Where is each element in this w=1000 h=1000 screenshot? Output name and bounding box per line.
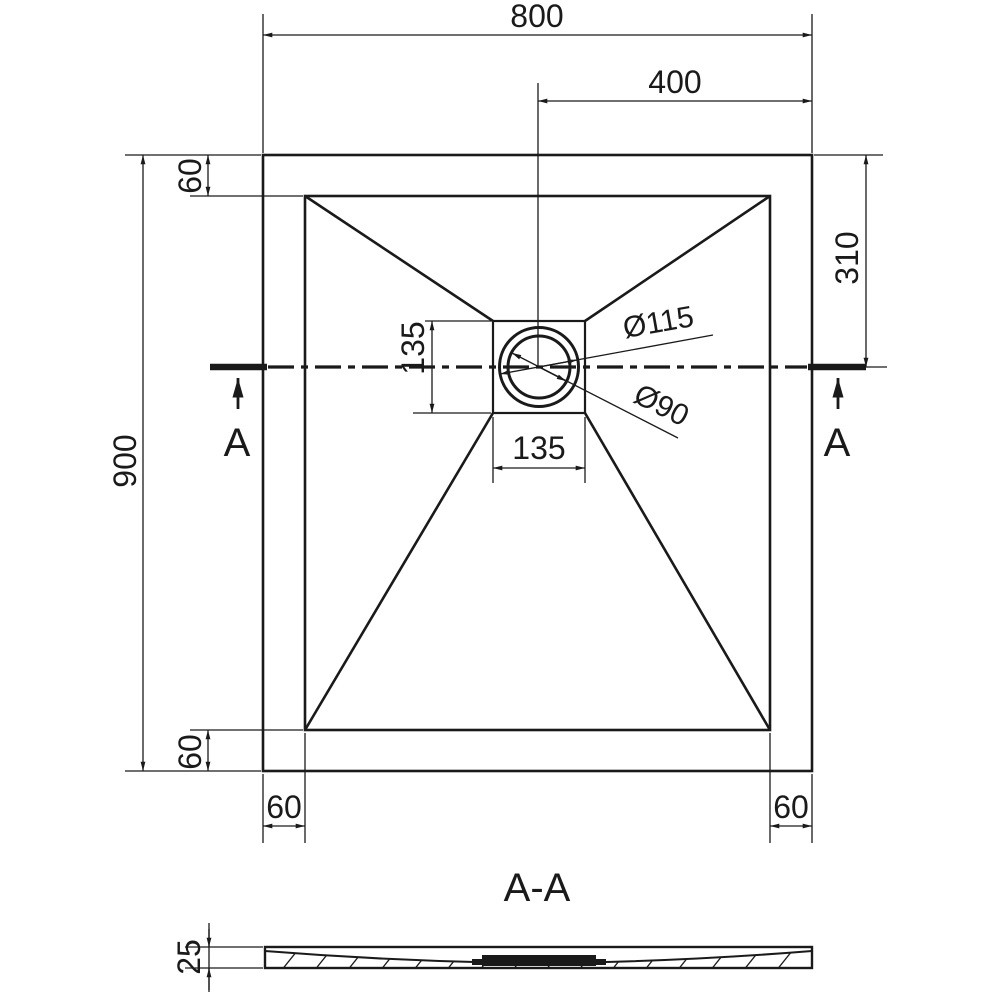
dimension-drain-square-width: 135	[492, 417, 586, 483]
basin-slope-line-top-right	[584, 194, 771, 323]
dim-label-135-vertical: 135	[395, 321, 431, 374]
dimension-rim-top: 60	[172, 155, 303, 197]
section-marker-right: A	[824, 378, 851, 465]
dimension-overall-width: 800	[262, 0, 813, 153]
dim-label-310: 310	[829, 231, 865, 284]
section-letter-right: A	[824, 421, 851, 465]
top-view: A A 800 400 60 310	[107, 0, 887, 843]
section-tray-outline	[263, 945, 814, 970]
dimension-tray-thickness: 25	[171, 923, 263, 992]
dim-label-800: 800	[510, 0, 563, 34]
dimension-rim-bottom: 60	[172, 729, 303, 771]
dim-label-60-top: 60	[172, 158, 208, 194]
dimension-rim-bottom-right: 60	[769, 733, 813, 843]
dim-label-60-bottom-left: 60	[266, 789, 302, 825]
dim-label-135-horizontal: 135	[512, 430, 565, 466]
dim-label-400: 400	[648, 64, 701, 100]
dimension-drain-center-from-top: 310	[814, 154, 883, 367]
section-title: A-A	[504, 866, 571, 910]
dim-label-25: 25	[171, 939, 207, 975]
dimension-drain-square-height: 135	[395, 320, 491, 414]
dim-label-dia-115: Ø115	[620, 300, 696, 345]
basin-slope-line-top-left	[304, 194, 494, 323]
dimension-drain-center-from-right: 400	[538, 64, 812, 104]
dim-label-60-bottom: 60	[172, 734, 208, 770]
section-drain-insert	[472, 955, 606, 966]
basin-slope-line-bottom-left	[303, 412, 495, 731]
section-view: A-A	[171, 866, 814, 992]
section-surface-curve-right	[585, 950, 813, 964]
section-marker-left: A	[224, 378, 251, 465]
section-letter-left: A	[224, 421, 251, 465]
dim-label-60-bottom-right: 60	[773, 789, 809, 825]
dim-label-dia-90: Ø90	[629, 378, 695, 433]
dimension-rim-bottom-left: 60	[262, 733, 306, 843]
basin-slope-line-bottom-right	[583, 412, 772, 731]
dim-label-900: 900	[107, 434, 143, 487]
dimension-overall-height: 900	[107, 154, 261, 772]
section-surface-curve-left	[264, 950, 493, 964]
drain-flange-circle	[498, 326, 580, 408]
